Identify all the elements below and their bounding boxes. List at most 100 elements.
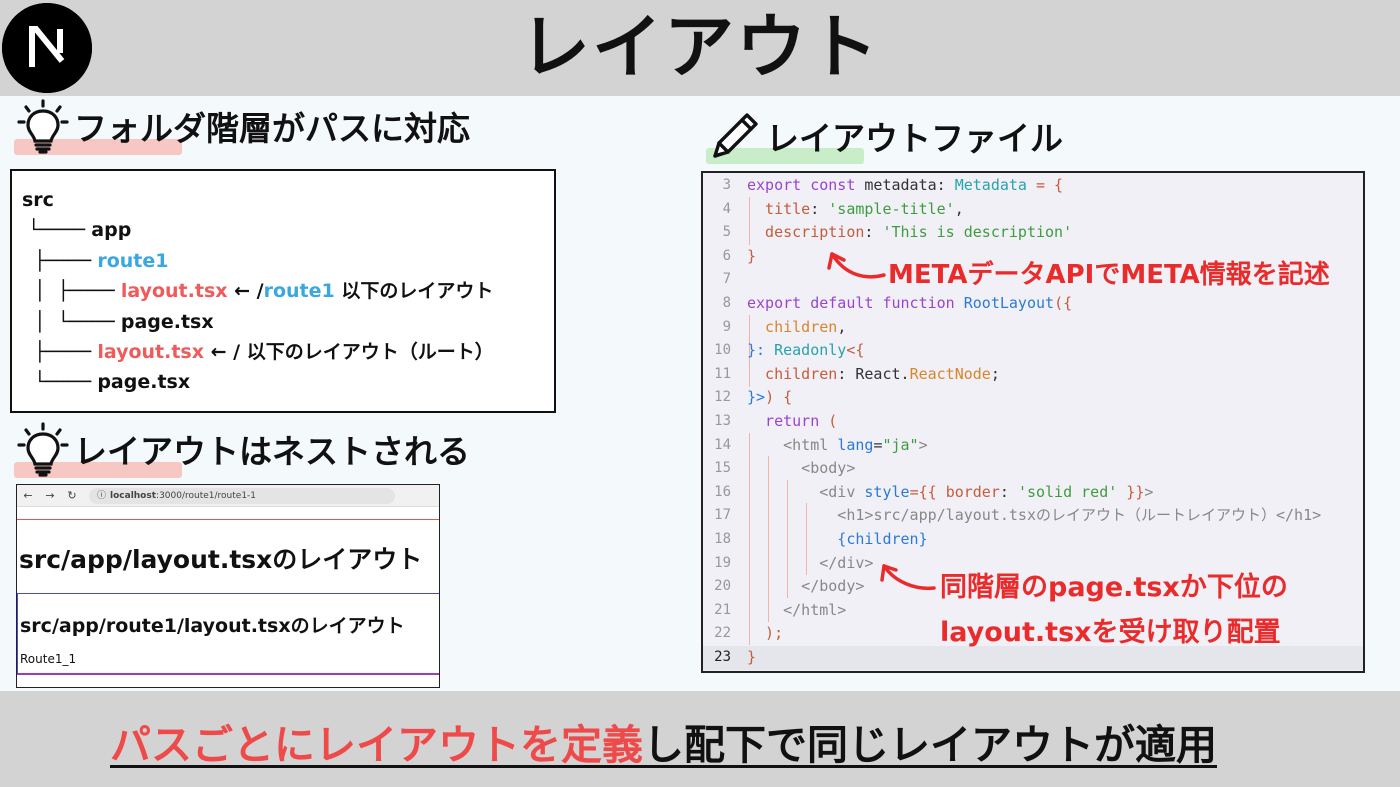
code-line: 4 title: 'sample-title', <box>703 198 1363 222</box>
line-number: 22 <box>714 625 731 642</box>
back-icon[interactable]: ← <box>23 489 33 502</box>
code-text: </html> <box>747 599 846 623</box>
code-text: export default function RootLayout({ <box>747 292 1072 316</box>
tree-row: │ ├──── layout.tsx ← /route1 以下のレイアウト <box>22 276 554 306</box>
code-line: 6} <box>703 245 1363 269</box>
line-number: 23 <box>714 649 731 665</box>
indent-guide <box>749 197 750 245</box>
line-number: 16 <box>714 483 731 500</box>
lightbulb-icon <box>17 422 69 477</box>
tree-branch: └──── <box>22 219 92 242</box>
root-layout-box: src/app/layout.tsxのレイアウト <box>17 519 439 655</box>
code-token: metadata <box>864 176 937 194</box>
code-line: 17 <h1>src/app/layout.tsxのレイアウト（ルートレイアウト… <box>703 504 1363 528</box>
indent-guide <box>787 480 788 598</box>
code-token: border <box>945 482 1000 501</box>
code-text: <body> <box>747 457 855 481</box>
tree-row: ├──── route1 <box>22 246 554 276</box>
annotation-children-line2: layout.tsxを受け取り配置 <box>940 617 1281 648</box>
code-text: } <box>747 245 756 269</box>
arrow-metadata-icon <box>827 252 886 279</box>
code-token: </html> <box>747 600 847 619</box>
code-line: 18 {children} <box>703 528 1363 552</box>
code-token: lang <box>837 435 874 454</box>
tree-branch: ├──── <box>22 340 98 363</box>
tree-text: page.tsx <box>97 371 191 394</box>
line-number: 15 <box>714 460 731 477</box>
tree-row: └──── app <box>22 215 554 245</box>
code-text: </div> <box>747 552 873 576</box>
code-token: ReactNode <box>909 364 991 383</box>
code-token: : <box>864 223 883 242</box>
code-text: }: Readonly<{ <box>747 339 864 363</box>
code-token: RootLayout <box>963 294 1055 312</box>
code-text: {children} <box>747 528 928 552</box>
code-line: 19 </div> <box>703 552 1363 576</box>
tree-text: layout.tsx <box>120 280 228 303</box>
code-token: ( <box>828 412 838 430</box>
indent-guide <box>768 456 769 622</box>
code-text: }>) { <box>747 386 792 410</box>
code-line: 7 <box>703 268 1363 292</box>
section-file-heading: レイアウトファイル <box>706 106 1126 166</box>
url-path: :3000/route1/route1-1 <box>156 490 257 501</box>
forward-icon[interactable]: → <box>45 489 55 502</box>
code-token: : <box>999 482 1018 501</box>
code-line: 14 <html lang="ja"> <box>703 434 1363 458</box>
code-token: }> <box>747 388 766 407</box>
code-token: ; <box>990 364 1000 383</box>
code-token: Metadata <box>954 176 1027 194</box>
line-number: 14 <box>714 436 731 453</box>
code-token: 'This is description' <box>882 223 1073 242</box>
page-title: レイアウト <box>520 6 880 88</box>
indent-guide <box>749 433 750 645</box>
code-token: src/app/layout.tsxのレイアウト（ルートレイアウト） <box>873 506 1276 525</box>
code-token: React <box>855 364 901 383</box>
tree-branch: ├──── <box>22 249 98 272</box>
tree-text: src <box>22 189 54 211</box>
code-text: children, <box>747 316 846 340</box>
tree-text: route1 <box>263 280 335 303</box>
code-token: {children} <box>747 530 928 548</box>
tree-text: ← / 以下のレイアウト（ルート） <box>204 340 494 363</box>
code-token: <{ <box>846 341 865 360</box>
code-line: 12 }>) { <box>703 386 1363 410</box>
line-number: 5 <box>722 224 731 241</box>
tree-branch: │ └──── <box>22 310 121 333</box>
footer-summary: パスごとにレイアウトを定義し配下で同じレイアウトが適用 <box>110 711 1217 771</box>
section-file-label: レイアウトファイル <box>766 119 1063 158</box>
code-token: ) { <box>765 388 793 407</box>
code-line: 13 return ( <box>703 410 1363 434</box>
code-text: return ( <box>747 410 837 434</box>
nextjs-logo-icon <box>2 3 92 93</box>
line-number: 9 <box>722 318 731 335</box>
code-text: <h1>src/app/layout.tsxのレイアウト（ルートレイアウト）</… <box>747 504 1321 528</box>
code-token: title <box>747 199 811 218</box>
line-number: 17 <box>714 507 731 524</box>
tree-text: app <box>91 219 132 242</box>
indent-guide <box>806 503 807 575</box>
code-token: ); <box>747 624 784 643</box>
code-token: > <box>1144 482 1154 501</box>
code-line: 20 </body> <box>703 575 1363 599</box>
tree-text: page.tsx <box>120 310 214 333</box>
heading-highlight <box>14 462 182 478</box>
code-text: description: 'This is description' <box>747 221 1072 245</box>
route1-layout-box: src/app/route1/layout.tsxのレイアウト Route1_1 <box>17 593 439 675</box>
reload-icon[interactable]: ↻ <box>67 489 77 502</box>
code-token: ({ <box>1054 294 1073 312</box>
indent-guide <box>749 315 750 387</box>
code-token: <h1> <box>747 506 874 525</box>
line-number: 12 <box>714 389 731 406</box>
code-token: children <box>747 317 838 336</box>
code-text: title: 'sample-title', <box>747 198 964 222</box>
folder-tree: src └──── app ├──── route1 │ ├──── layou… <box>10 169 556 413</box>
code-token: <html <box>747 435 838 454</box>
code-line: 23} <box>703 646 1363 670</box>
code-token: return <box>747 412 829 430</box>
